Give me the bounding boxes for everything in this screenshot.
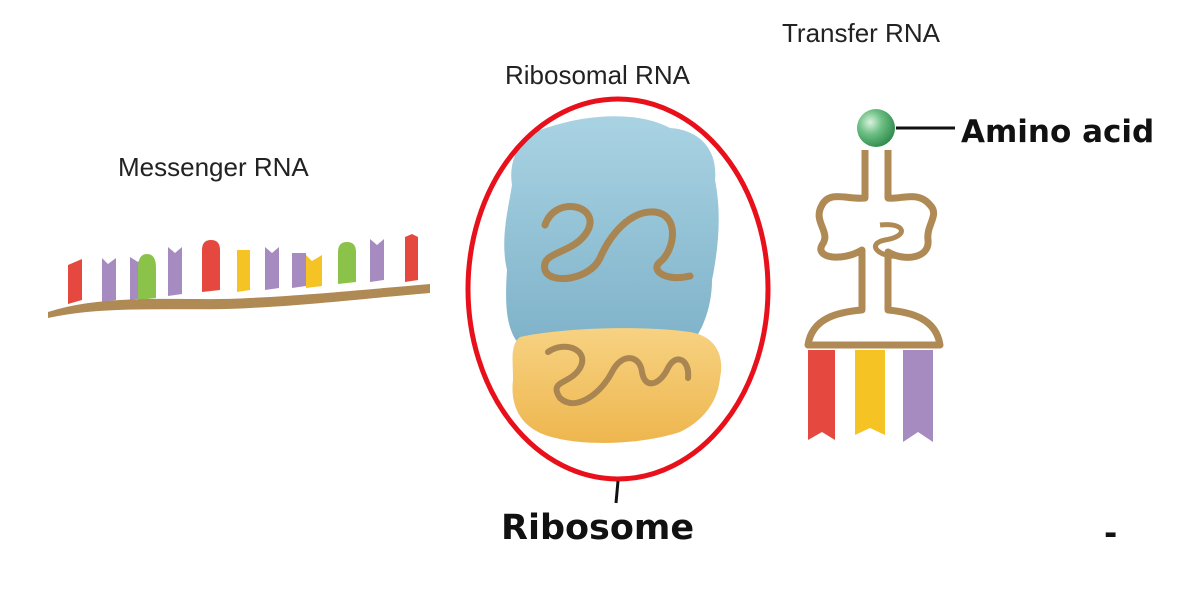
ribosome-large-subunit [504,116,719,345]
mrna-base [292,253,306,288]
mrna-base [168,247,182,296]
ribosome-label: Ribosome [501,508,695,548]
ribosome-icon [465,96,771,504]
rrna-ribbon-lower [545,343,692,407]
mrna-backbone [48,284,430,318]
mrna-base [202,240,220,292]
mrna-base [68,259,82,304]
ribosome-leader-line [614,480,620,504]
trna-backbone [804,150,944,349]
mrna-base [370,239,384,282]
mrna-base [306,255,322,288]
trna-anticodon-base [903,350,933,442]
ribosome-highlight-ellipse [465,96,771,482]
mrna-base [265,247,279,290]
transfer-rna-label: Transfer RNA [782,18,940,48]
trna-internal-loop [873,222,904,259]
trna-cloverleaf-icon [804,109,955,442]
mrna-base [237,250,250,292]
mrna-base [138,254,156,300]
stray-dash-mark: - [1104,514,1118,552]
mrna-base [405,234,418,282]
messenger-rna-label: Messenger RNA [118,152,309,182]
mrna-base [102,258,116,302]
trna-anticodon-base [808,350,835,440]
mrna-base [338,242,356,284]
trna-anticodon-base [855,350,885,435]
mrna-bases [68,234,418,304]
mrna-strand-icon [48,234,430,318]
ribosome-small-subunit [512,328,722,443]
amino-acid-label: Amino acid [961,114,1155,150]
amino-acid-sphere-icon [857,109,895,147]
rrna-ribbon-upper [541,203,694,282]
ribosomal-rna-label: Ribosomal RNA [505,60,690,90]
